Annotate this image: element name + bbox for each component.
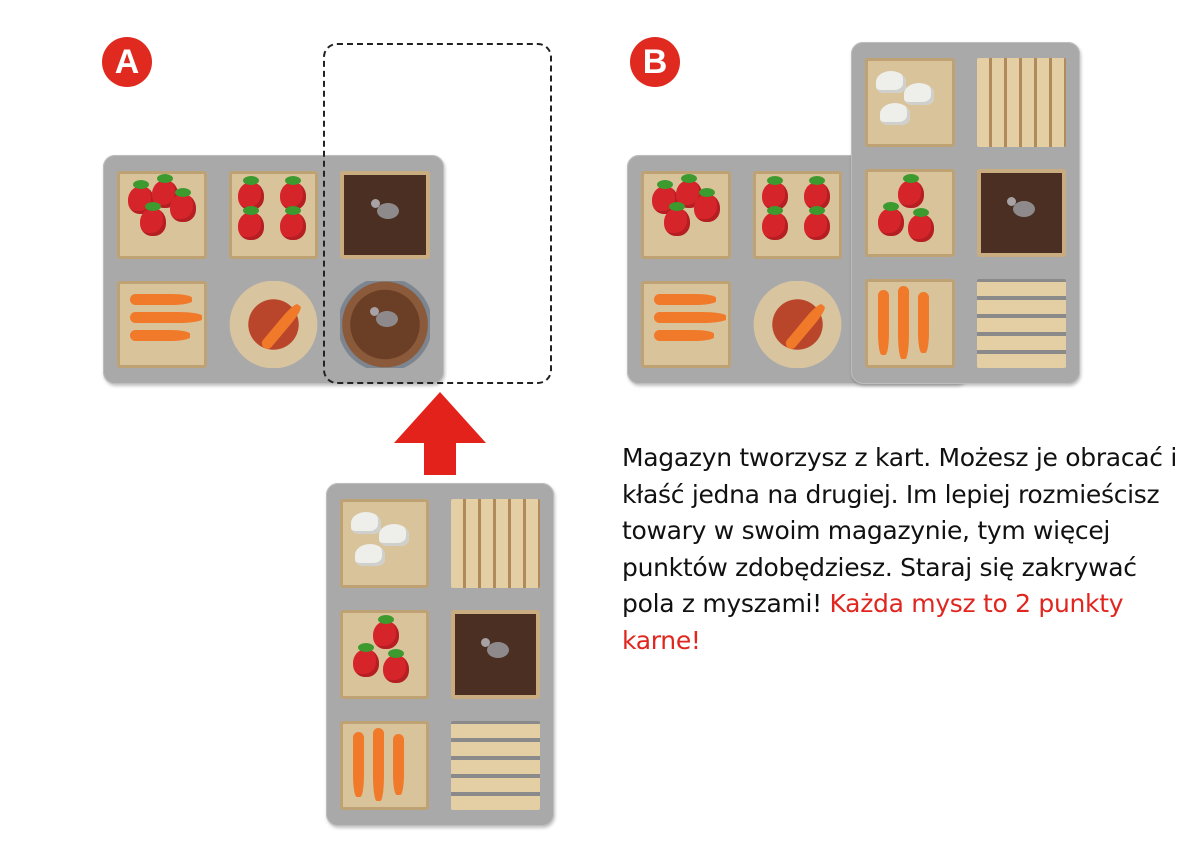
- carrot-crate: [340, 721, 429, 810]
- strawberry-crate: [752, 171, 843, 259]
- carrot-crate: [117, 280, 207, 368]
- mouse-crate: [976, 168, 1066, 258]
- strawberry-crate: [641, 171, 731, 259]
- mouse-icon: [481, 638, 510, 659]
- mouse-barrel: [340, 280, 430, 368]
- mouse-icon: [370, 198, 399, 219]
- mouse-icon: [1007, 196, 1036, 217]
- card-a-landscape: [103, 155, 444, 384]
- carrot-crate: [865, 279, 955, 368]
- label-b: B: [630, 37, 680, 87]
- pallet: [976, 58, 1066, 147]
- placement-outline: [323, 43, 552, 384]
- strawberry-crate: [117, 171, 207, 259]
- card-new-portrait: [326, 483, 554, 826]
- rules-text: Magazyn tworzysz z kart. Możesz je obrac…: [622, 440, 1182, 659]
- pallet: [451, 721, 540, 810]
- mouse-icon: [370, 307, 399, 328]
- mouse-crate: [451, 610, 540, 699]
- strawberry-crate: [228, 171, 319, 259]
- label-a: A: [102, 37, 152, 87]
- card-b-portrait-overlay: [851, 42, 1080, 384]
- rules-body: Magazyn tworzysz z kart. Możesz je obrac…: [622, 443, 1178, 618]
- strawberry-crate: [865, 168, 955, 258]
- pallet: [451, 499, 540, 588]
- mouse-crate: [340, 171, 430, 259]
- mushroom-crate: [340, 499, 429, 588]
- carrot-sack: [228, 280, 319, 368]
- arrow-up-icon: [394, 392, 486, 475]
- carrot-sack: [752, 280, 843, 368]
- pallet: [976, 279, 1066, 368]
- strawberry-crate: [340, 610, 429, 699]
- mushroom-crate: [865, 58, 955, 147]
- rules-penalty: Każda mysz to 2 punkty karne!: [622, 589, 1124, 655]
- carrot-crate: [641, 280, 731, 368]
